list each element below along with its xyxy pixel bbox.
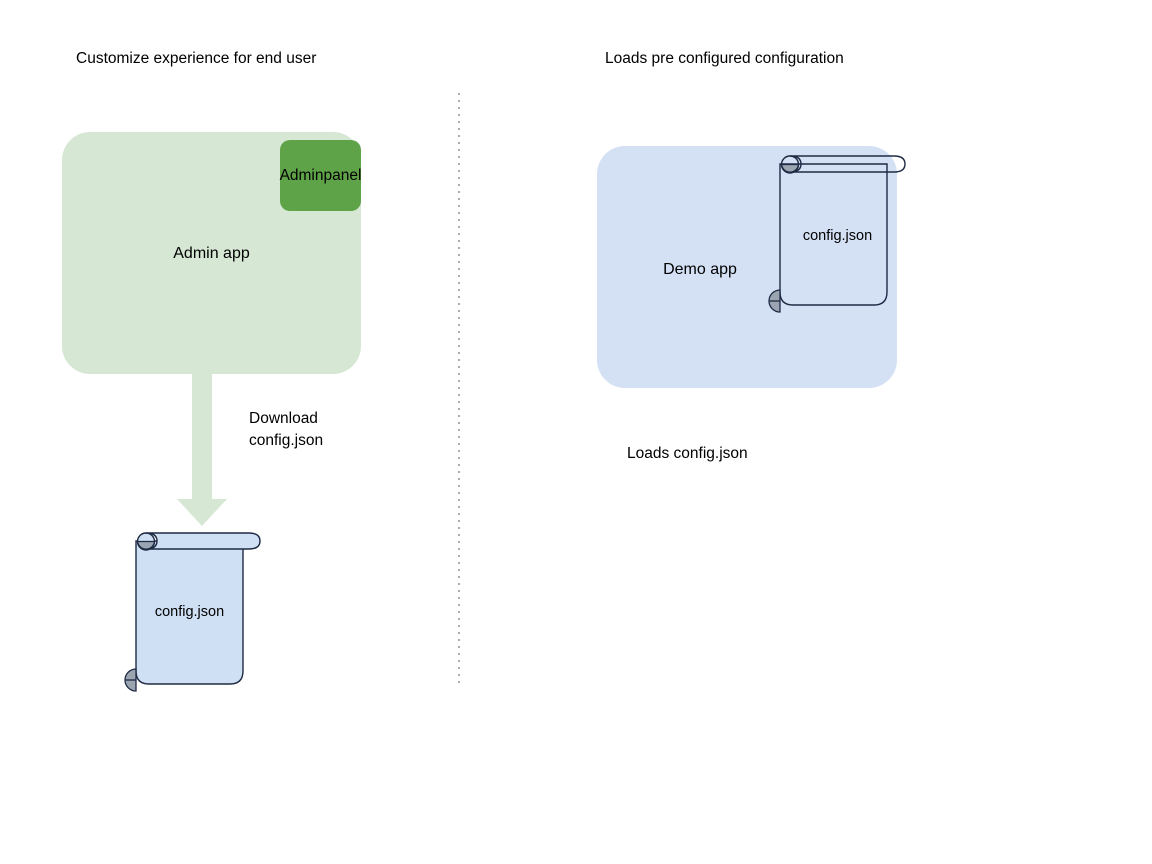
- document-body: [135, 540, 244, 685]
- right-column-title: Loads pre configured configuration: [605, 50, 844, 67]
- document-top-roll: [145, 532, 261, 550]
- loads-config-caption: Loads config.json: [627, 445, 748, 462]
- document-top-curl-fill: [136, 540, 156, 550]
- left-column-title: Customize experience for end user: [76, 50, 317, 67]
- document-top-curl-outline: [780, 155, 800, 174]
- document-top-curl-fill: [780, 163, 800, 173]
- admin-app-label: Admin app: [173, 245, 250, 262]
- admin-panel-label-line1: Admin: [279, 166, 324, 184]
- config-json-document-right[interactable]: [768, 155, 906, 313]
- demo-app-box[interactable]: [597, 146, 897, 388]
- right-document-label: config.json: [802, 228, 873, 244]
- admin-panel-box[interactable]: Admin panel: [280, 140, 361, 211]
- download-arrow-label-line2: config.json: [249, 432, 324, 449]
- download-arrow-label-line1: Download: [249, 410, 318, 427]
- document-top-roll: [789, 155, 906, 173]
- document-body: [779, 163, 888, 306]
- admin-panel-label-line2: panel: [323, 166, 362, 184]
- left-document-label: config.json: [154, 604, 225, 620]
- download-arrow-shape: [177, 373, 227, 526]
- config-json-document-left[interactable]: [124, 532, 261, 692]
- demo-app-label: Demo app: [663, 261, 737, 278]
- download-arrow: [177, 373, 227, 526]
